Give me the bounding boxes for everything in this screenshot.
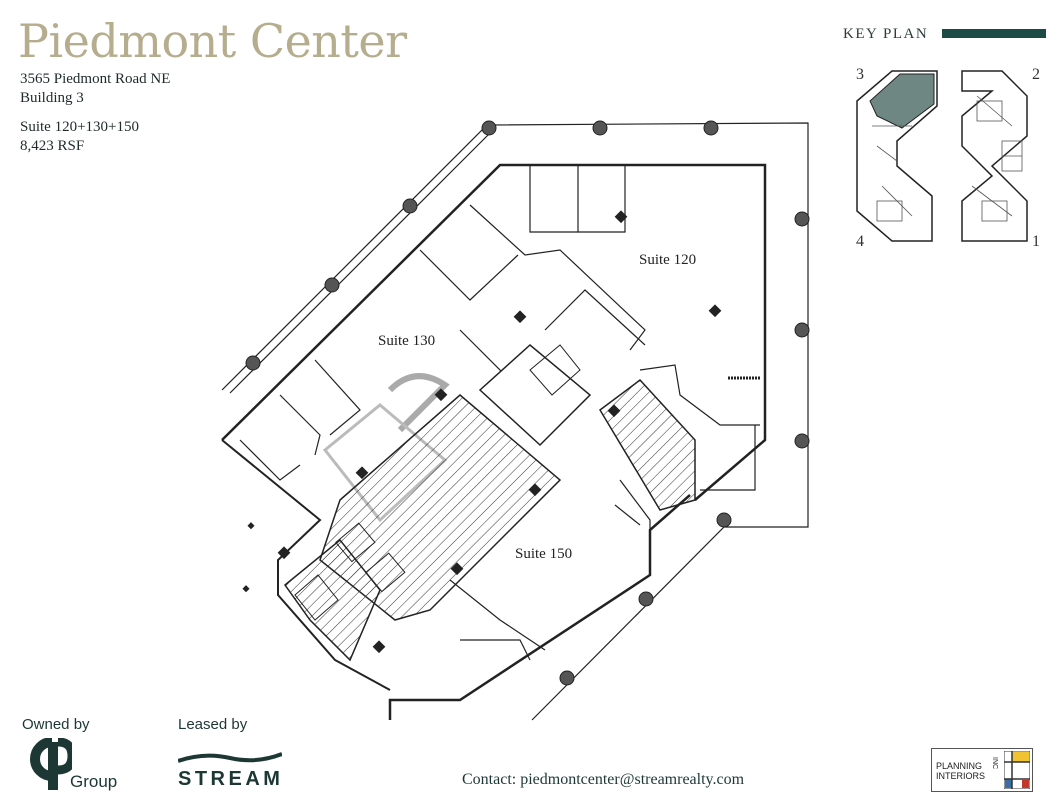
address-line-2: Building 3 (20, 90, 84, 106)
page-title: Piedmont Center (18, 14, 407, 68)
suite-label-120: Suite 120 (639, 252, 696, 268)
owned-by-label: Owned by (22, 716, 90, 733)
key-plan-bar (942, 29, 1046, 38)
mondrian-icon (1004, 751, 1030, 789)
stream-logo-text: STREAM (178, 768, 284, 790)
contact-email[interactable]: Contact: piedmontcenter@streamrealty.com (462, 771, 745, 788)
owner-logo-text: Group (70, 772, 118, 791)
architect-inc: INC (991, 757, 998, 770)
planning-interiors-logo: PLANNING INTERIORS INC (931, 748, 1033, 792)
key-plan-diagram (856, 70, 1028, 242)
suite-label-150: Suite 150 (515, 546, 572, 562)
stream-wave-icon (178, 752, 282, 763)
suite-label-130: Suite 130 (378, 333, 435, 349)
key-plan-number: 1 (1032, 233, 1040, 250)
area-line: 8,423 RSF (20, 138, 85, 154)
cp-group-logo-icon (30, 738, 72, 790)
address-line-1: 3565 Piedmont Road NE (20, 71, 171, 87)
key-plan-number: 4 (856, 233, 864, 250)
architect-line-2: INTERIORS (936, 771, 986, 781)
leased-by-label: Leased by (178, 716, 248, 733)
key-plan-number: 3 (856, 66, 864, 83)
key-plan-number: 2 (1032, 66, 1040, 83)
architect-line-1: PLANNING (936, 761, 983, 771)
suite-line: Suite 120+130+150 (20, 119, 140, 135)
key-plan-heading: KEY PLAN (843, 26, 929, 42)
